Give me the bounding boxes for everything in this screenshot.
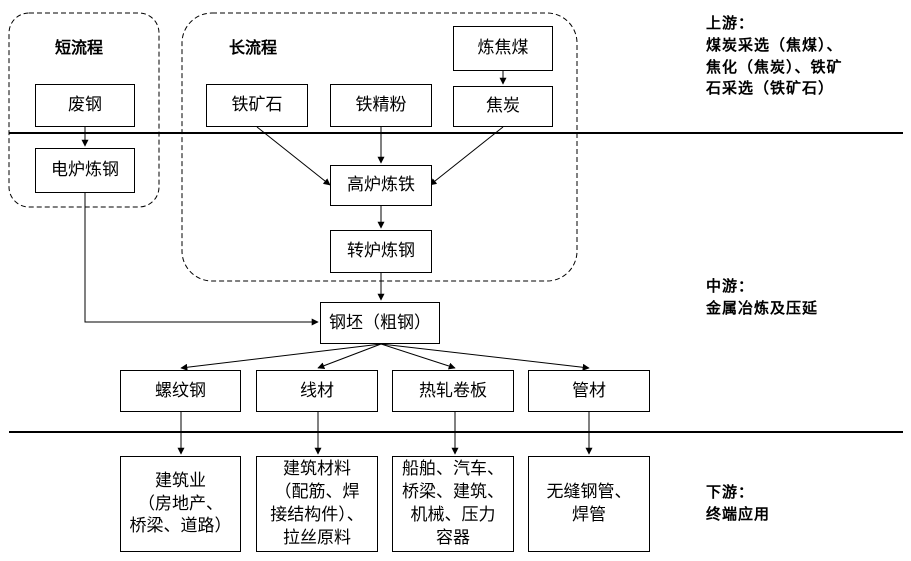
node-use-wire-rod: 建筑材料 （配筋、焊 接结构件）、 拉丝原料 [256, 456, 378, 552]
node-rebar: 螺纹钢 [120, 370, 241, 412]
node-converter: 转炉炼钢 [330, 230, 432, 273]
node-pipe: 管材 [528, 370, 650, 412]
node-hot-rolled-coil: 热轧卷板 [392, 370, 514, 412]
node-iron-concentrate: 铁精粉 [330, 84, 432, 127]
arrow-billet-to-wire-rod [317, 343, 382, 370]
stage-midstream-title: 中游： [706, 277, 755, 295]
arrow-furnace-to-billet [84, 193, 319, 326]
node-blast-furnace: 高炉炼铁 [330, 165, 432, 206]
short-process-group-outline [8, 12, 160, 208]
arrow-billet-to-pipe [380, 343, 590, 371]
stage-midstream: 中游： 金属冶炼及压延 [706, 276, 886, 320]
node-use-hot-rolled: 船舶、汽车、 桥梁、建筑、 机械、压力 容器 [392, 456, 514, 552]
short-process-title: 短流程 [55, 38, 104, 57]
stage-downstream: 下游： 终端应用 [706, 482, 856, 526]
node-use-rebar: 建筑业 （房地产、 桥梁、道路） [120, 456, 241, 552]
arrow-coke-to-blast-furnace [429, 126, 504, 186]
arrow-iron-ore-to-blast-furnace [256, 126, 331, 186]
node-electric-furnace: 电炉炼钢 [35, 148, 135, 193]
node-scrap-steel: 废钢 [35, 84, 135, 127]
node-coke: 焦炭 [453, 86, 553, 127]
stage-midstream-desc: 金属冶炼及压延 [706, 298, 819, 317]
arrow-billet-to-hot-rolled [380, 343, 456, 370]
stage-upstream-desc: 煤炭采选（焦煤）、焦化（焦炭）、铁矿石采选（铁矿石） [706, 35, 843, 98]
node-iron-ore: 铁矿石 [206, 84, 308, 127]
stage-downstream-desc: 终端应用 [706, 504, 771, 523]
node-coking-coal: 炼焦煤 [453, 26, 553, 71]
long-process-group-outline [181, 12, 578, 282]
long-process-title: 长流程 [229, 38, 278, 57]
stage-upstream: 上游： 煤炭采选（焦煤）、焦化（焦炭）、铁矿石采选（铁矿石） [706, 13, 856, 100]
stage-upstream-title: 上游： [706, 14, 755, 32]
stage-downstream-title: 下游： [706, 483, 755, 501]
node-use-pipe: 无缝钢管、 焊管 [528, 456, 650, 552]
node-wire-rod: 线材 [256, 370, 378, 412]
node-billet: 钢坯（粗钢） [320, 302, 440, 344]
arrow-billet-to-rebar [180, 343, 382, 371]
